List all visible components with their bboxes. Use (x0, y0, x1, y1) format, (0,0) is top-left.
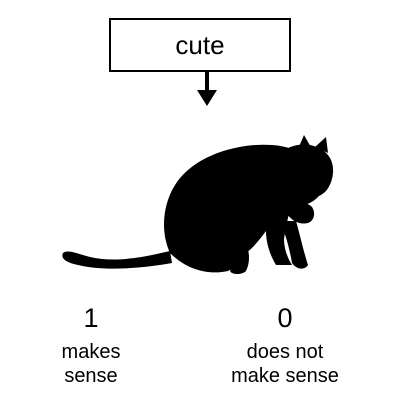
cat-silhouette-icon (62, 135, 334, 274)
score-value: 0 (277, 303, 293, 333)
score-description-line2: make sense (231, 365, 339, 387)
label-text: cute (175, 30, 225, 60)
score-description-line2: sense (64, 365, 118, 387)
score-description-line1: does not (246, 341, 324, 363)
score-does-not-make-sense: 0 does not make sense (210, 305, 360, 388)
score-description: does not make sense (210, 340, 360, 388)
score-value: 1 (83, 303, 99, 333)
label-box: cute (109, 18, 291, 72)
arrow-down-icon (197, 72, 217, 106)
score-makes-sense: 1 makes sense (36, 305, 146, 388)
score-description-line1: makes (61, 341, 121, 363)
score-description: makes sense (36, 340, 146, 388)
